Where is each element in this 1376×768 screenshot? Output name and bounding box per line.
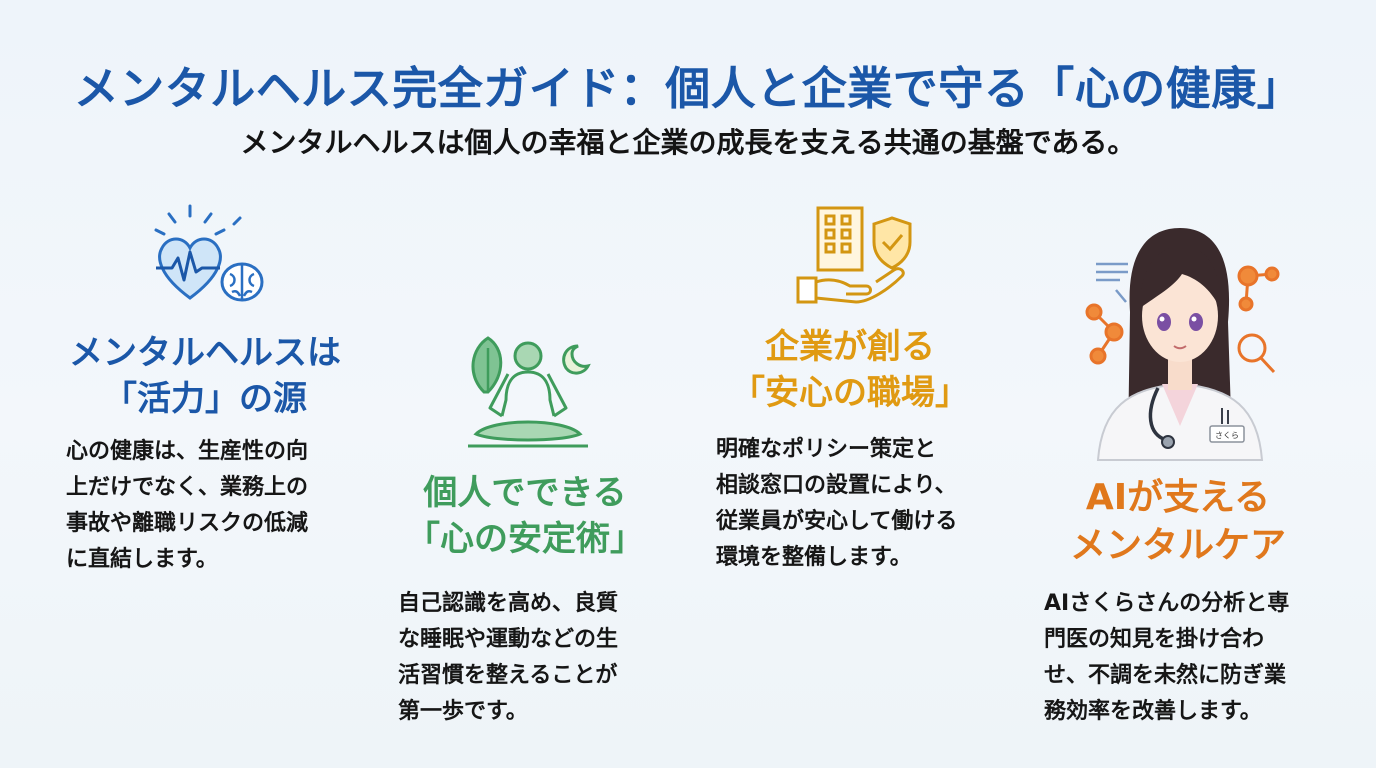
building-shield-hand-icon <box>796 206 912 304</box>
column-2-heading: 個人でできる 「心の安定術」 <box>406 473 644 559</box>
page-title: メンタルヘルス完全ガイド：個人と企業で守る「心の健康」 <box>73 62 1303 115</box>
meditation-icon <box>468 336 591 448</box>
name-badge-text: さくら <box>1215 431 1239 440</box>
column-4-body: AIさくらさんの分析と専 門医の知見を掛け合わ せ、不調を未然に防ぎ業 務効率を… <box>1044 591 1290 724</box>
column-1-body: 心の健康は、生産性の向 上だけでなく、業務上の 事故や離職リスクの低減 に直結し… <box>66 439 309 572</box>
column-2-body: 自己認識を高め、良質 な睡眠や運動などの生 活習慣を整えることが 第一歩です。 <box>398 591 619 724</box>
column-3-heading: 企業が創る 「安心の職場」 <box>731 327 969 413</box>
doctor-avatar-icon: さくら <box>1085 228 1280 461</box>
heart-brain-icon <box>154 204 264 302</box>
page-subtitle: メンタルヘルスは個人の幸福と企業の成長を支える共通の基盤である。 <box>240 126 1136 159</box>
column-1-heading: メンタルヘルスは 「活力」の源 <box>69 333 341 419</box>
column-4-heading: AIが支える メンタルケア <box>1069 477 1286 566</box>
column-3-body: 明確なポリシー策定と 相談窓口の設置により、 従業員が安心して働ける 環境を整備… <box>716 437 958 570</box>
